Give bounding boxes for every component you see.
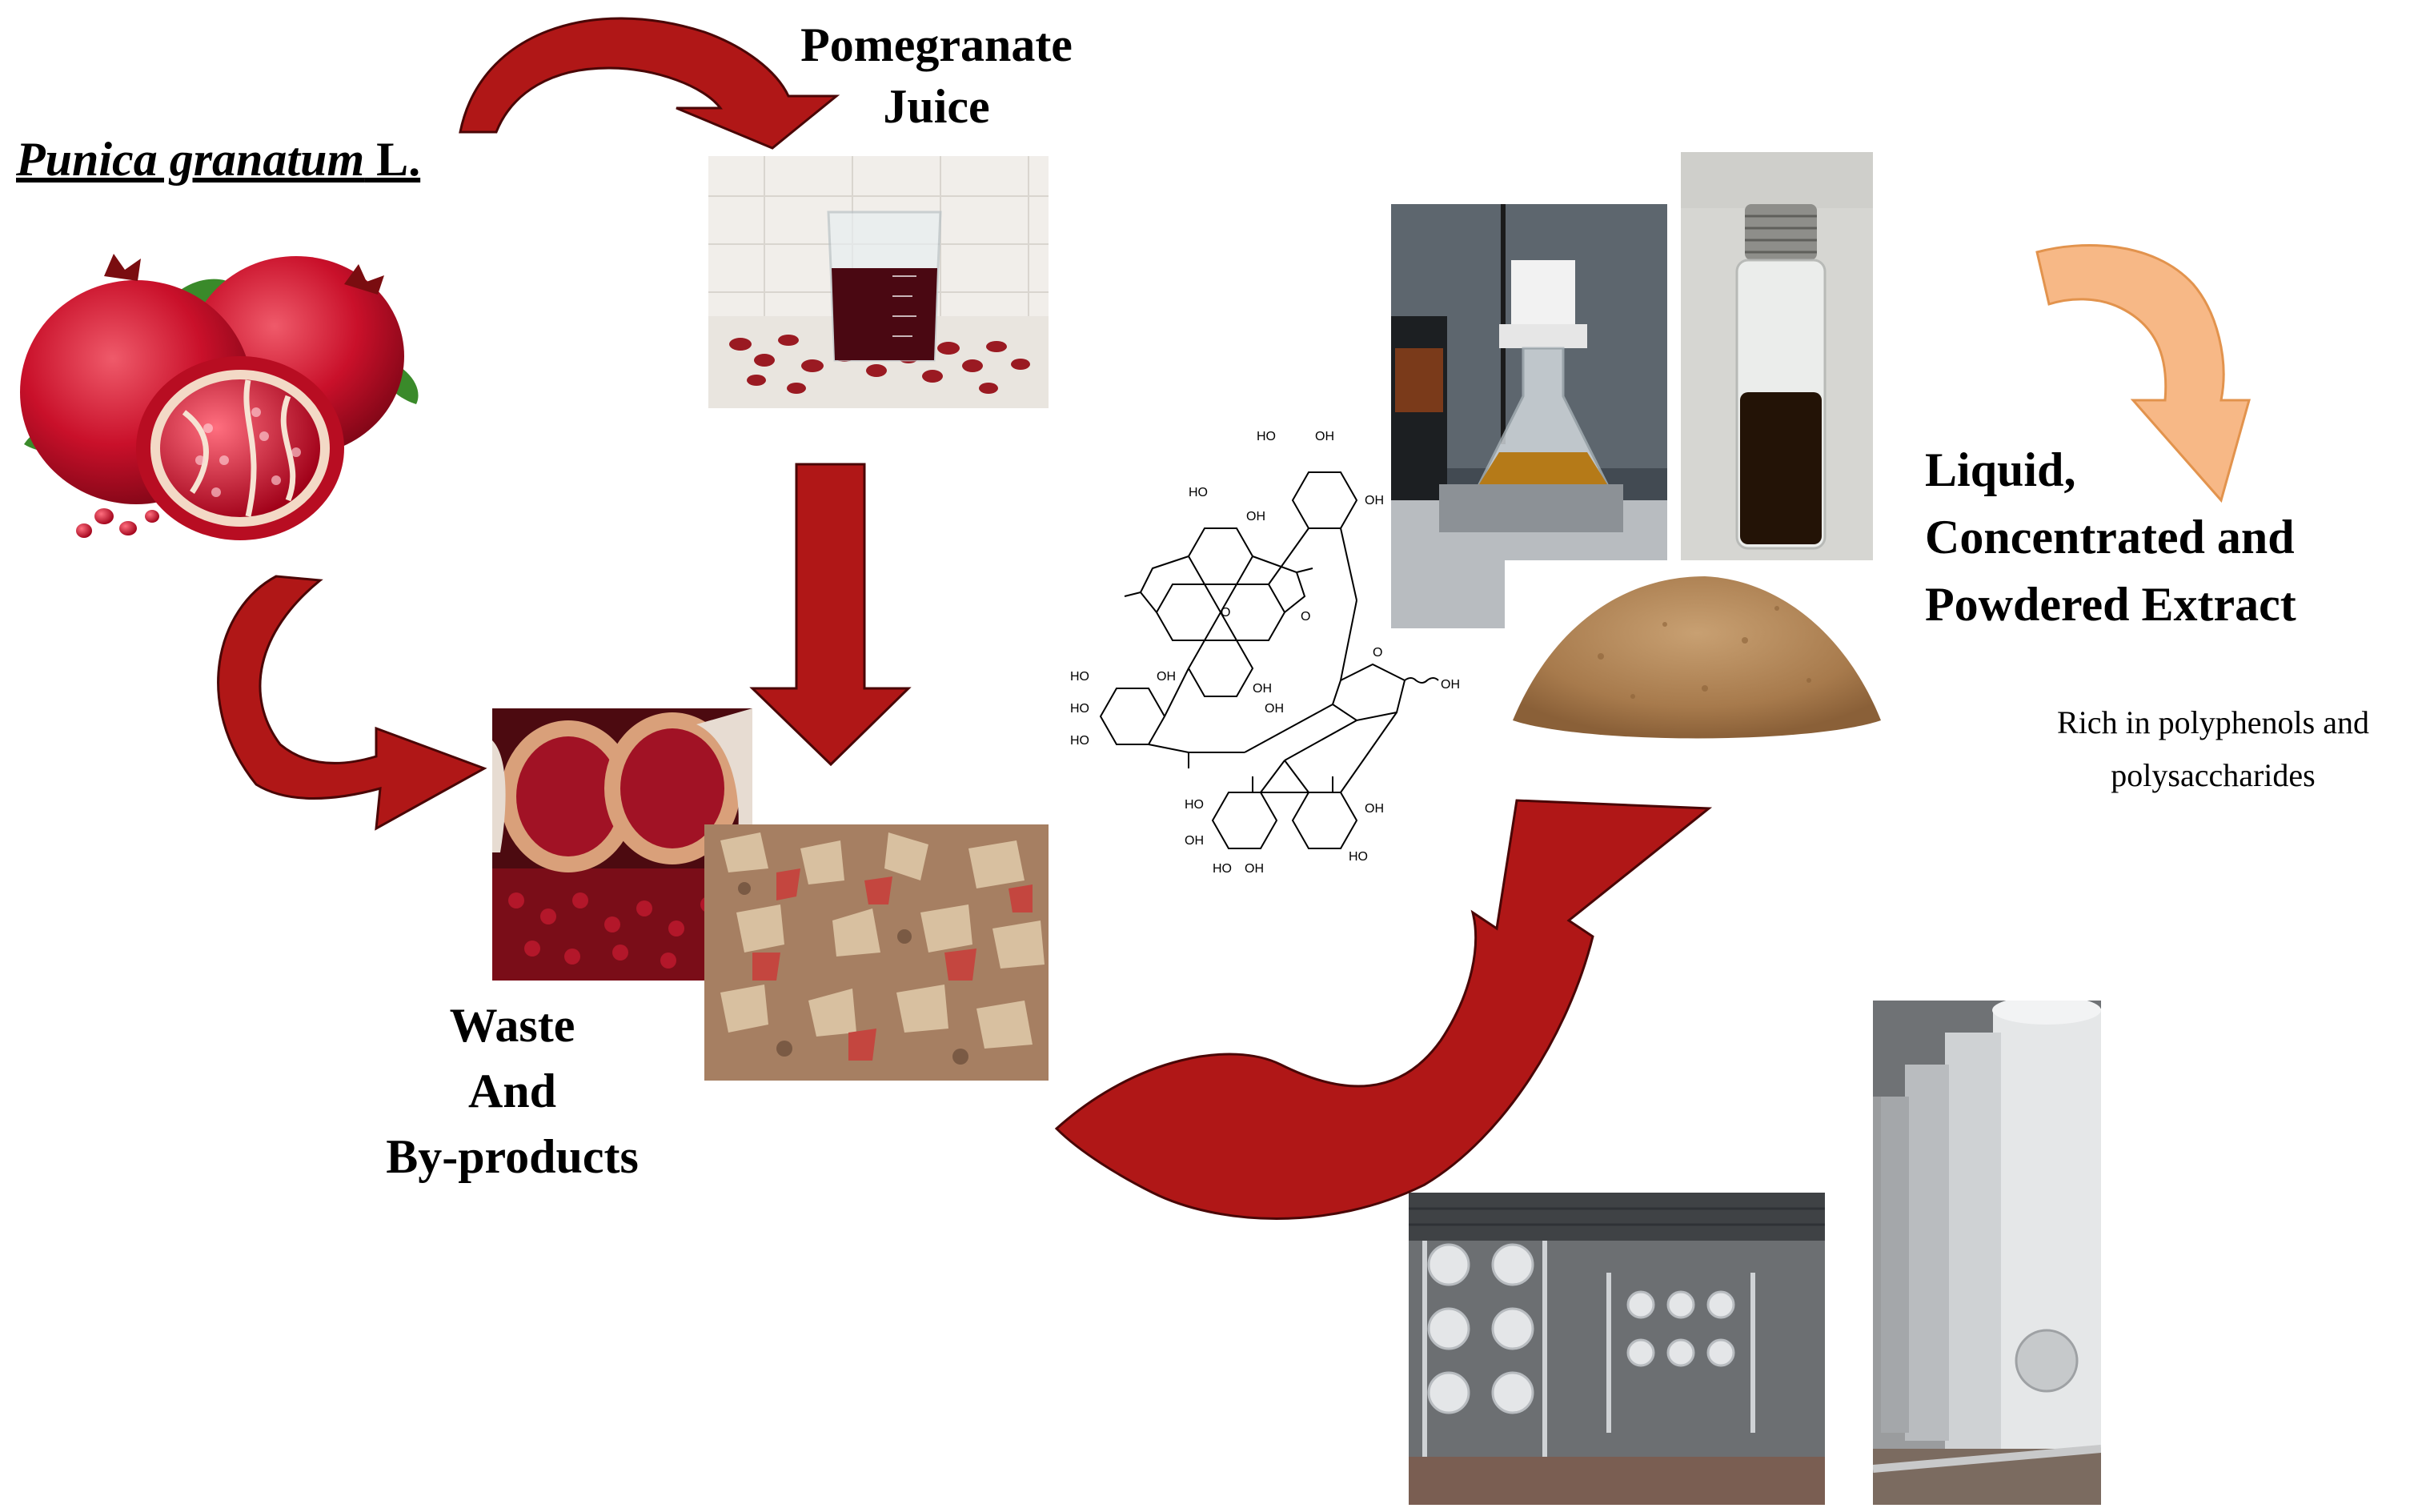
species-author: L. bbox=[364, 133, 421, 186]
mol-label-6: HO bbox=[1070, 670, 1089, 684]
mol-atom-o2: O bbox=[1301, 610, 1310, 624]
mol-label-2: OH bbox=[1315, 430, 1334, 443]
juice-beaker-photo bbox=[708, 156, 1049, 408]
extract-label-line1: Liquid, bbox=[1925, 443, 2076, 496]
waste-fruit-photo bbox=[492, 708, 752, 981]
storage-tanks-photo bbox=[1873, 1001, 2101, 1505]
mol-label-17: HO bbox=[1349, 850, 1368, 864]
arrow-juice-to-waste bbox=[749, 463, 912, 767]
waste-label-line2: And bbox=[467, 1065, 557, 1118]
mol-label-15: HO bbox=[1213, 862, 1232, 876]
composition-note-line1: Rich in polyphenols and bbox=[2057, 704, 2369, 740]
extract-label-line3: Powdered Extract bbox=[1925, 578, 2296, 631]
arrow-fruit-to-waste bbox=[217, 575, 487, 831]
mol-label-13: OH bbox=[1365, 802, 1384, 816]
mol-label-12: HO bbox=[1185, 798, 1204, 812]
juice-label: Pomegranate Juice bbox=[768, 14, 1105, 138]
mol-label-1: HO bbox=[1257, 430, 1276, 443]
waste-label: Waste And By-products bbox=[352, 993, 672, 1190]
mol-label-3: OH bbox=[1365, 494, 1384, 507]
industrial-filtration-photo bbox=[1409, 1193, 1825, 1505]
extract-label: Liquid, Concentrated and Powdered Extrac… bbox=[1925, 436, 2296, 638]
waste-label-line1: Waste bbox=[449, 999, 575, 1052]
juice-label-line1: Pomegranate bbox=[800, 18, 1073, 71]
mol-label-9: OH bbox=[1253, 682, 1272, 696]
extract-vial-photo bbox=[1681, 152, 1873, 560]
mol-atom-o1: O bbox=[1221, 606, 1230, 620]
mol-label-18: OH bbox=[1441, 678, 1460, 692]
mol-label-10: OH bbox=[1265, 702, 1284, 716]
mol-label-14: OH bbox=[1185, 834, 1204, 848]
composition-note: Rich in polyphenols and polysaccharides bbox=[2009, 696, 2417, 802]
mol-label-4: HO bbox=[1189, 486, 1208, 499]
extract-label-line2: Concentrated and bbox=[1925, 511, 2295, 563]
mol-label-5: OH bbox=[1246, 510, 1265, 523]
waste-label-line3: By-products bbox=[386, 1130, 639, 1184]
mol-label-7: HO bbox=[1070, 702, 1089, 716]
pomegranate-fruit-image bbox=[8, 252, 432, 544]
extract-powder-photo bbox=[1505, 560, 1889, 748]
species-name: Punica granatum bbox=[16, 133, 365, 186]
mol-label-16: OH bbox=[1245, 862, 1264, 876]
dried-peel-photo bbox=[704, 824, 1049, 1081]
mol-label-11: HO bbox=[1070, 734, 1089, 748]
composition-note-line2: polysaccharides bbox=[2111, 757, 2316, 793]
mol-atom-o3: O bbox=[1373, 646, 1382, 660]
species-label: Punica granatum L. bbox=[16, 132, 420, 187]
mol-label-8: OH bbox=[1157, 670, 1176, 684]
juice-label-line2: Juice bbox=[883, 79, 990, 133]
